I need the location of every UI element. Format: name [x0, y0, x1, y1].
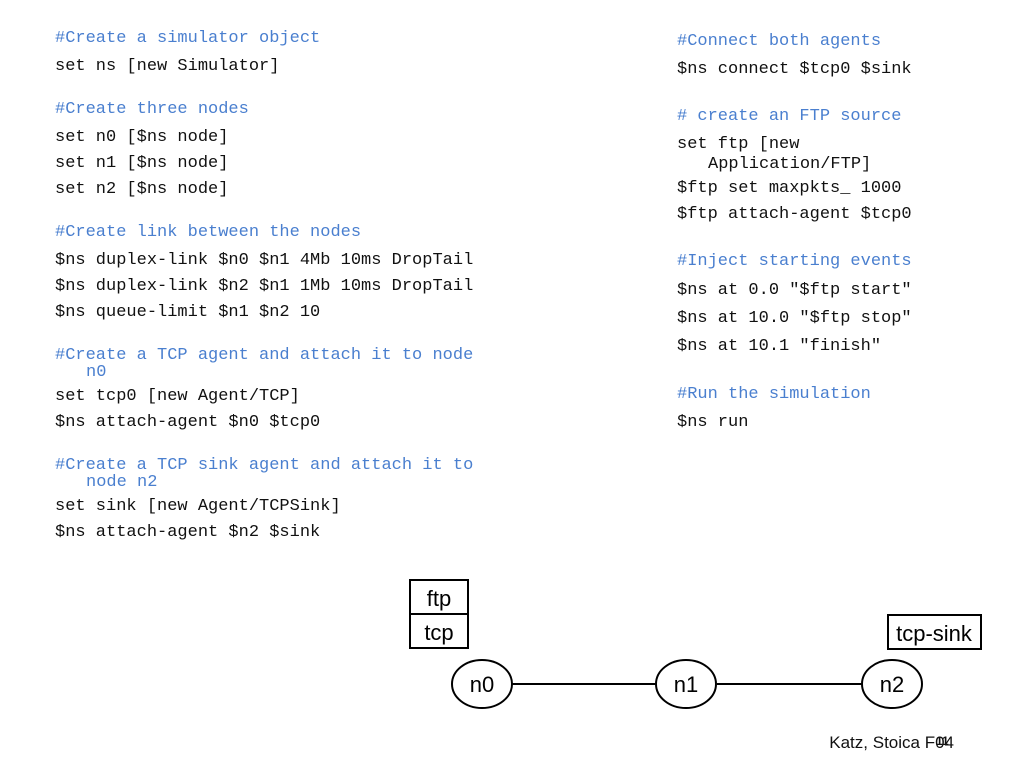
code-comment: #Create a simulator object	[55, 29, 321, 48]
footer-credit: Katz, Stoica F04	[829, 733, 954, 752]
code-line: $ns duplex-link $n2 $n1 1Mb 10ms DropTai…	[55, 277, 474, 296]
code-comment-continuation: n0	[86, 363, 107, 382]
code-block-tcp-agent: #Create a TCP agent and attach it to nod…	[55, 345, 575, 436]
agent-stack-n2: tcp-sink	[887, 614, 982, 650]
code-line: set ns [new Simulator]	[55, 57, 280, 76]
code-block-links: #Create link between the nodes $ns duple…	[55, 222, 575, 326]
code-comment: #Create a TCP sink agent and attach it t…	[55, 456, 474, 475]
tcp-agent-box	[409, 613, 469, 649]
tcp-agent-label: tcp	[424, 620, 453, 645]
node-n2: n2	[861, 659, 923, 709]
code-block-simulator: #Create a simulator object set ns [new S…	[55, 28, 575, 80]
code-comment: #Run the simulation	[677, 385, 871, 404]
code-line-continuation: Application/FTP]	[708, 155, 872, 174]
code-block-run: #Run the simulation $ns run	[677, 384, 1007, 436]
tcp-sink-agent-label: tcp-sink	[896, 621, 973, 646]
code-line: set ftp [new	[677, 135, 800, 154]
code-line: set sink [new Agent/TCPSink]	[55, 497, 341, 516]
code-comment: #Inject starting events	[677, 252, 912, 271]
code-comment: #Connect both agents	[677, 32, 882, 51]
code-line: $ns connect $tcp0 $sink	[677, 60, 912, 79]
code-comment: #Create a TCP agent and attach it to nod…	[55, 346, 474, 365]
node-circle	[655, 659, 717, 709]
code-line: $ns attach-agent $n2 $sink	[55, 523, 321, 542]
code-line: set tcp0 [new Agent/TCP]	[55, 387, 300, 406]
code-block-nodes: #Create three nodes set n0 [$ns node] se…	[55, 99, 575, 203]
code-line: $ns at 10.1 "finish"	[677, 337, 882, 356]
node-label: n2	[880, 672, 904, 697]
code-column-right: #Connect both agents $ns connect $tcp0 $…	[677, 31, 1007, 436]
code-line: $ns at 0.0 "$ftp start"	[677, 281, 912, 300]
code-line: $ns attach-agent $n0 $tcp0	[55, 413, 321, 432]
code-comment-continuation: node n2	[86, 473, 158, 492]
node-label: n0	[470, 672, 494, 697]
node-circle	[861, 659, 923, 709]
code-line: $ftp set maxpkts_ 1000	[677, 179, 902, 198]
node-circle	[451, 659, 513, 709]
code-comment: #Create three nodes	[55, 100, 249, 119]
code-line: set n2 [$ns node]	[55, 180, 229, 199]
node-label: n1	[674, 672, 698, 697]
code-line: $ns duplex-link $n0 $n1 4Mb 10ms DropTai…	[55, 251, 474, 270]
ftp-agent-label: ftp	[427, 586, 451, 611]
code-block-ftp: # create an FTP source set ftp [new Appl…	[677, 106, 1007, 228]
ftp-agent-box	[409, 579, 469, 615]
node-n0: n0	[451, 659, 513, 709]
agent-stack-n0: ftp tcp	[409, 579, 469, 649]
code-line: $ns run	[677, 413, 749, 432]
code-block-connect: #Connect both agents $ns connect $tcp0 $…	[677, 31, 1007, 83]
tcp-sink-agent-box	[887, 614, 982, 650]
code-line: $ftp attach-agent $tcp0	[677, 205, 912, 224]
code-block-sink-agent: #Create a TCP sink agent and attach it t…	[55, 455, 575, 546]
code-line: set n1 [$ns node]	[55, 154, 229, 173]
code-line: $ns at 10.0 "$ftp stop"	[677, 309, 912, 328]
code-comment: #Create link between the nodes	[55, 223, 362, 242]
node-n1: n1	[655, 659, 717, 709]
code-block-events: #Inject starting events $ns at 0.0 "$ftp…	[677, 251, 1007, 361]
code-comment: # create an FTP source	[677, 107, 902, 126]
page-number: 11	[936, 734, 949, 748]
code-column-left: #Create a simulator object set ns [new S…	[55, 28, 575, 546]
code-line: set n0 [$ns node]	[55, 128, 229, 147]
code-line: $ns queue-limit $n1 $n2 10	[55, 303, 321, 322]
